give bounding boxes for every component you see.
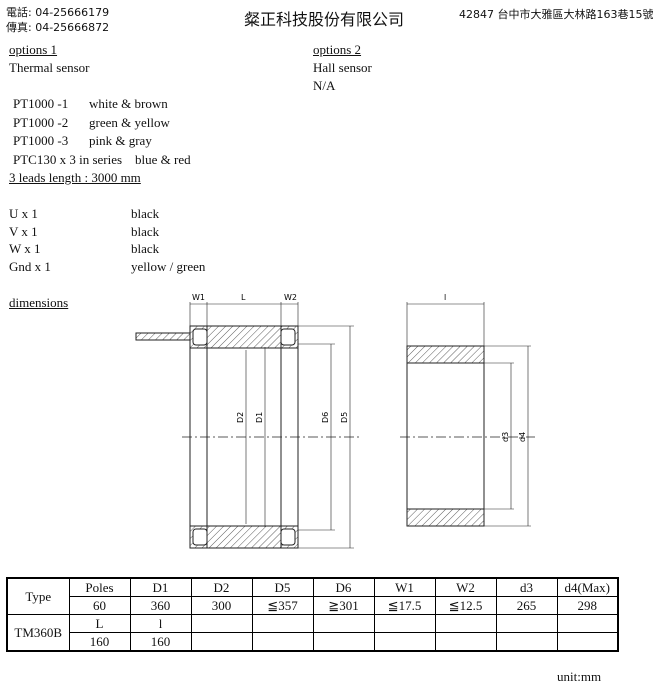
company-name: 粲正科技股份有限公司 xyxy=(244,10,405,29)
wire-color: black xyxy=(131,206,160,221)
table-cell: 360 xyxy=(129,596,192,615)
table-header: D1 xyxy=(129,577,192,597)
dim-label-d5: D5 xyxy=(340,412,349,423)
table-cell: ≦12.5 xyxy=(434,596,497,615)
wire-name: W x 1 xyxy=(9,241,41,256)
table-header: W2 xyxy=(434,577,497,597)
table-header: d4(Max) xyxy=(556,577,619,597)
table-cell: 160 xyxy=(68,632,131,652)
options2-subtitle: Hall sensor xyxy=(313,60,372,75)
wire-color: black xyxy=(131,241,160,256)
dimensions-heading: dimensions xyxy=(9,295,69,310)
wire-name: U x 1 xyxy=(9,206,38,221)
side-view xyxy=(135,302,360,549)
wire-color: yellow / green xyxy=(131,259,206,274)
wire-color: black xyxy=(131,224,160,239)
sensor-color: pink & gray xyxy=(89,133,152,148)
table-header: Poles xyxy=(68,577,131,597)
options1-subtitle: Thermal sensor xyxy=(9,60,90,75)
table-cell: ≦357 xyxy=(251,596,314,615)
table-cell: ≦17.5 xyxy=(373,596,436,615)
wire-name: Gnd x 1 xyxy=(9,259,51,274)
table-header: D6 xyxy=(312,577,375,597)
sensor-color: white & brown xyxy=(89,96,168,111)
dim-label-l-rotor: l xyxy=(444,293,446,302)
options1-heading: options 1 xyxy=(9,42,58,57)
dim-label-d4: d4 xyxy=(518,432,527,442)
rotor-view xyxy=(400,302,535,527)
table-row: Type Poles D1 D2 D5 D6 W1 W2 d3 d4(Max) xyxy=(6,577,619,615)
table-cell: 60 xyxy=(68,596,131,615)
dim-label-d6: D6 xyxy=(321,412,330,423)
table-header: l xyxy=(129,614,192,633)
dim-label-w1: W1 xyxy=(192,293,205,302)
sensor-name: PT1000 -3 xyxy=(13,133,69,148)
table-cell: 160 xyxy=(129,632,192,652)
sensor-name: PTC130 x 3 in series xyxy=(13,152,123,167)
company-address: 42847 台中市大雅區大林路163巷15號 xyxy=(459,8,653,21)
spec-table: Type Poles D1 D2 D5 D6 W1 W2 d3 d4(Max) … xyxy=(6,577,619,652)
table-cell: 265 xyxy=(495,596,558,615)
table-header: L xyxy=(68,614,131,633)
sensor-name: PT1000 -1 xyxy=(13,96,69,111)
unit-label: unit:mm xyxy=(557,669,602,684)
dim-label-w2: W2 xyxy=(284,293,297,302)
dim-label-l: L xyxy=(241,293,246,302)
table-cell: ≧301 xyxy=(312,596,375,615)
phone-number: 電話: 04-25666179 xyxy=(6,6,110,19)
table-header: W1 xyxy=(373,577,436,597)
dim-label-d1: D1 xyxy=(255,412,264,423)
fax-number: 傳真: 04-25666872 xyxy=(6,21,110,34)
table-row: TM360B L l xyxy=(6,614,619,652)
wire-name: V x 1 xyxy=(9,224,38,239)
type-label: Type xyxy=(6,577,70,615)
sensor-color: blue & red xyxy=(135,152,191,167)
table-header: D2 xyxy=(190,577,253,597)
dim-label-d2: D2 xyxy=(236,412,245,423)
table-header: D5 xyxy=(251,577,314,597)
leads-length: 3 leads length : 3000 mm xyxy=(9,170,141,185)
table-cell: 300 xyxy=(190,596,253,615)
dim-label-d3: d3 xyxy=(501,432,510,442)
table-header: d3 xyxy=(495,577,558,597)
model-name: TM360B xyxy=(6,614,70,652)
options2-value: N/A xyxy=(313,78,336,93)
sensor-name: PT1000 -2 xyxy=(13,115,69,130)
table-cell: 298 xyxy=(556,596,619,615)
options2-heading: options 2 xyxy=(313,42,362,57)
table-row: 160 160 xyxy=(7,632,619,652)
sensor-color: green & yellow xyxy=(89,115,170,130)
dimension-drawing: W1 L W2 D2 D1 D6 D5 l d3 d4 xyxy=(135,293,535,549)
table-row: 60 360 300 ≦357 ≧301 ≦17.5 ≦12.5 265 298 xyxy=(7,596,619,615)
